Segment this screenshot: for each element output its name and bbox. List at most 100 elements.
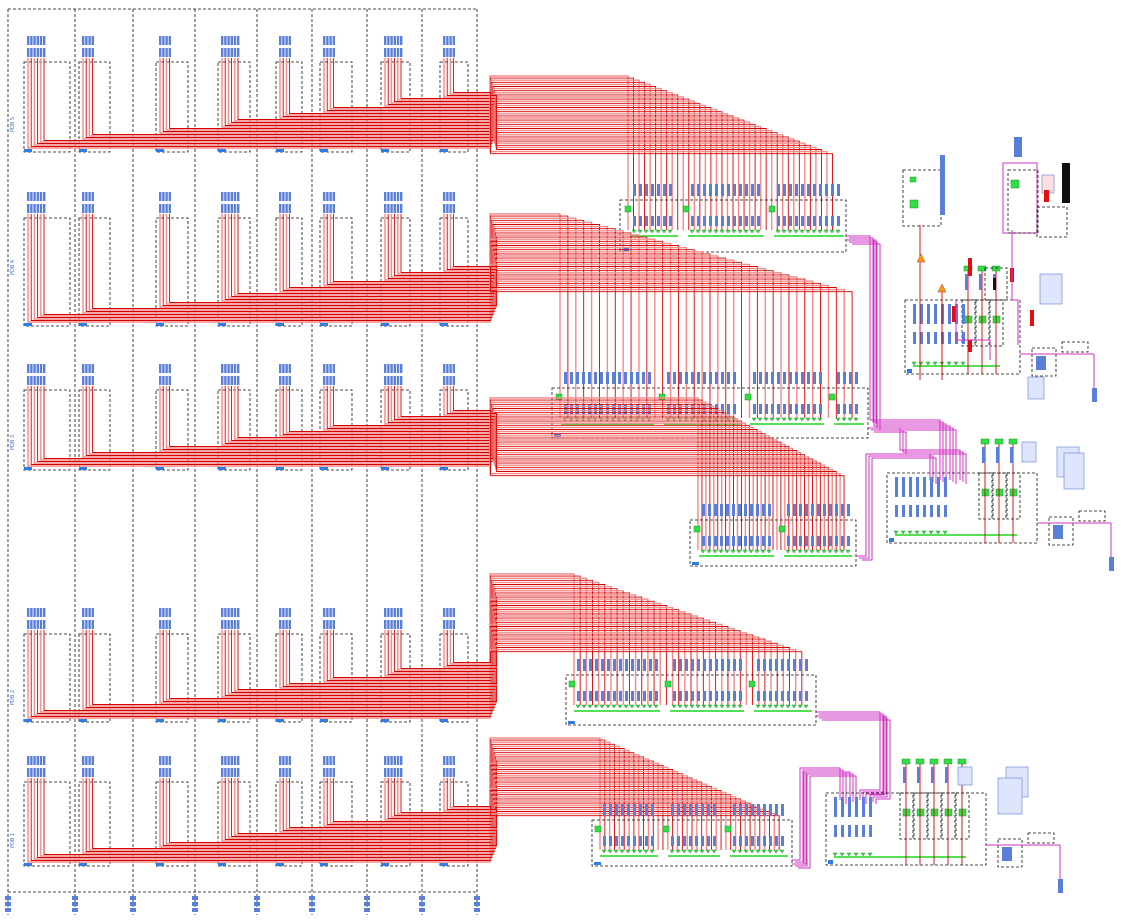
circuit-label (285, 48, 288, 57)
circuit-label (91, 376, 94, 385)
controller-tag (907, 369, 912, 373)
feeder-wire (82, 386, 723, 550)
terminal-label (759, 372, 762, 384)
circuit-label (237, 364, 240, 373)
circuit-label (387, 204, 390, 213)
circuit-label (329, 204, 332, 213)
column-label (309, 908, 315, 912)
breaker-panel (78, 389, 111, 471)
terminal-connector (785, 704, 791, 709)
circuit-label (36, 48, 39, 57)
control-bus (846, 235, 941, 480)
circuit-label (279, 36, 282, 45)
terminal-label (793, 536, 796, 546)
terminal-connector (835, 229, 841, 234)
terminal-connector (707, 704, 713, 709)
terminal-label (757, 836, 760, 846)
circuit-label (43, 204, 46, 213)
terminal-label (813, 404, 816, 414)
circuit-label (39, 376, 43, 385)
terminal-label (642, 372, 645, 384)
panel-tag (156, 863, 164, 866)
terminal-label (689, 804, 692, 816)
feeder-wires-2 (27, 213, 853, 418)
circuit-label (88, 376, 91, 385)
terminal-connector (737, 229, 743, 234)
power-supply-label (1036, 356, 1046, 370)
channel-connector (946, 361, 952, 366)
circuit-label (82, 608, 85, 617)
terminal-label (588, 404, 591, 414)
circuit-label (387, 608, 390, 617)
module-label (945, 767, 948, 783)
circuit-label (33, 364, 36, 373)
terminal-connector (773, 849, 779, 854)
terminal-label (655, 691, 658, 701)
breaker-panel (23, 61, 71, 153)
terminal-label (733, 804, 736, 816)
controller-channel-label (848, 825, 851, 837)
circuit-label (326, 36, 329, 45)
circuit-label (159, 192, 162, 201)
feeder-wire (443, 778, 766, 850)
annotation-table (997, 777, 1023, 815)
circuit-label (27, 48, 30, 57)
circuit-label (233, 204, 237, 213)
breaker-panel (23, 389, 71, 471)
circuit-label (282, 620, 285, 629)
module-status (958, 808, 967, 817)
terminal-label (795, 372, 798, 384)
terminal-label (789, 184, 792, 196)
breaker-panel (155, 781, 189, 867)
panel-tag (381, 719, 389, 722)
circuit-label (230, 608, 233, 617)
circuit-label (400, 192, 403, 201)
feeder-wire (453, 214, 853, 418)
circuit-label (39, 36, 43, 45)
circuit-label (452, 620, 455, 629)
terminal-module (662, 825, 670, 833)
terminal-label (739, 836, 742, 846)
circuit-label (282, 48, 285, 57)
terminal-label (835, 504, 838, 516)
terminal-label (756, 504, 759, 516)
terminal-label (750, 536, 753, 546)
controller-channel-label (930, 477, 933, 497)
terminal-connector (731, 229, 737, 234)
circuit-label (323, 364, 326, 373)
terminal-module (555, 393, 563, 401)
terminal-connector (743, 229, 749, 234)
circuit-label (43, 376, 46, 385)
terminal-label (702, 536, 705, 546)
circuit-label (227, 620, 230, 629)
panel-row-label: PDB 3 (10, 435, 16, 450)
terminal-label (570, 372, 573, 384)
terminal-label (673, 691, 676, 701)
terminal-label (753, 404, 756, 414)
circuit-label (227, 192, 230, 201)
terminal-label (588, 372, 591, 384)
circuit-label (165, 608, 168, 617)
panel-tag (320, 323, 328, 326)
circuit-label (224, 756, 227, 765)
feeder-wire (453, 58, 833, 230)
terminal-connector (611, 704, 617, 709)
terminal-label (801, 372, 804, 384)
terminal-label (775, 804, 778, 816)
circuit-label (91, 620, 94, 629)
feeder-wire (397, 386, 826, 550)
circuit-label (85, 48, 88, 57)
circuit-label (390, 36, 393, 45)
terminal-label (703, 184, 706, 196)
terminal-connector (839, 549, 845, 554)
circuit-label (91, 768, 94, 777)
terminal-connector (803, 704, 809, 709)
circuit-label (227, 768, 230, 777)
controller-channel-label (862, 797, 865, 817)
panel-tag (24, 863, 32, 866)
terminal-connector (617, 704, 623, 709)
terminal-label (709, 372, 712, 384)
terminal-connector (749, 849, 755, 854)
circuit-label (91, 48, 94, 57)
panel-tag (440, 719, 448, 722)
